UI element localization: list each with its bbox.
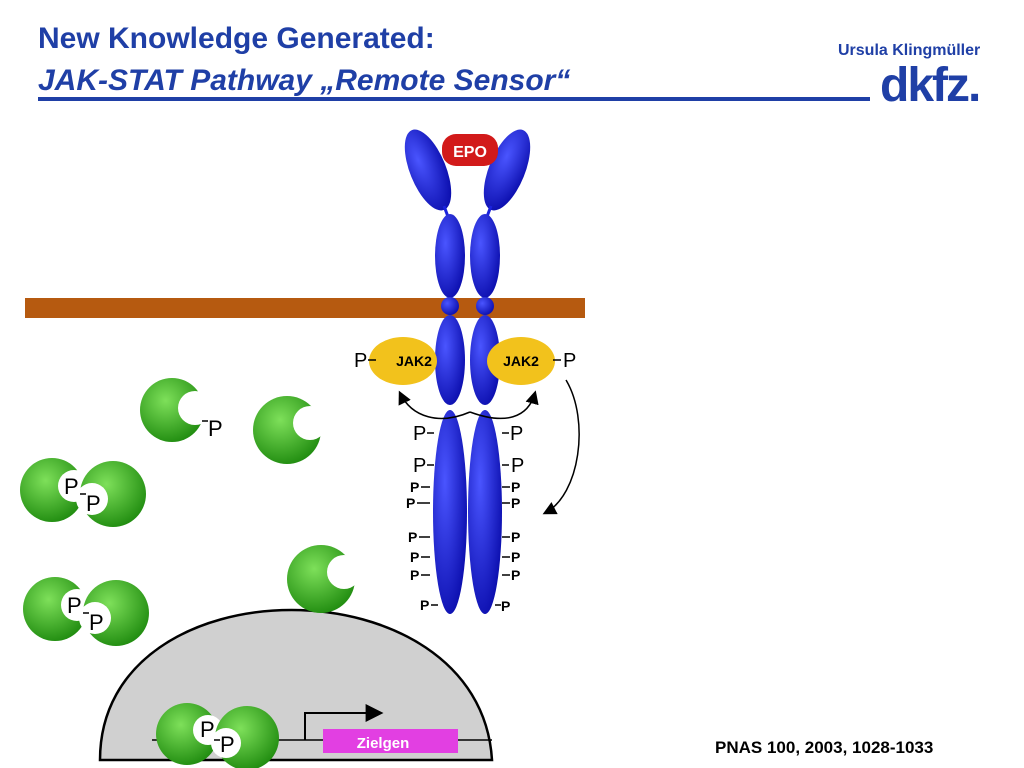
receptor-arm-left [404, 129, 452, 211]
cell-membrane [25, 298, 585, 318]
svg-text:P: P [511, 529, 520, 545]
trans-phosphorylation-arrow-left [398, 390, 471, 420]
svg-text:P: P [511, 455, 524, 477]
svg-text:P: P [200, 717, 215, 742]
jak2-right-label: JAK2 [503, 353, 539, 369]
svg-text:P: P [511, 495, 520, 511]
jak2-right [487, 337, 555, 385]
svg-text:P: P [354, 350, 367, 372]
svg-text:P: P [89, 610, 104, 635]
svg-text:P: P [563, 350, 576, 372]
trans-phosphorylation-arrow-right [469, 390, 539, 420]
jak-phospho-right: P [553, 350, 576, 372]
svg-text:P: P [64, 474, 79, 499]
citation-text: PNAS 100, 2003, 1028-1033 [715, 738, 934, 757]
slide-title-line1: New Knowledge Generated: [38, 22, 435, 55]
receptor-phosphorylation-arrow [542, 379, 580, 515]
svg-text:P: P [413, 423, 426, 445]
svg-text:P: P [501, 598, 510, 614]
svg-text:P: P [406, 495, 415, 511]
jak2-left-label: JAK2 [396, 353, 432, 369]
svg-text:P: P [510, 423, 523, 445]
svg-text:P: P [420, 597, 429, 613]
receptor-phosphosites-right: P P P P P P P P [495, 423, 524, 614]
title-underline [38, 97, 870, 101]
svg-text:P: P [220, 732, 235, 757]
svg-text:P: P [511, 479, 520, 495]
epo-label: EPO [453, 144, 487, 161]
jak-phospho-left: P [354, 350, 376, 372]
receptor-phosphosites-left: P P P P P P P P [406, 423, 438, 613]
dkfz-logo: dkfz. [880, 59, 981, 112]
svg-text:P: P [410, 479, 419, 495]
svg-text:P: P [511, 567, 520, 583]
svg-text:P: P [67, 593, 82, 618]
target-gene-label: Zielgen [357, 735, 410, 752]
receptor-chain-right [468, 214, 502, 614]
svg-text:P: P [511, 549, 520, 565]
svg-text:P: P [410, 549, 419, 565]
receptor-arm-right [483, 129, 531, 211]
stat-monomer-phosphorylated: P [140, 378, 223, 442]
stat-dimer-nuclear: P P [156, 703, 279, 768]
svg-text:P: P [408, 529, 417, 545]
svg-text:P: P [410, 567, 419, 583]
jak2-left [369, 337, 437, 385]
receptor-chain-left [433, 214, 467, 614]
stat-monomer [253, 396, 327, 464]
svg-text:P: P [86, 491, 101, 516]
svg-text:P: P [413, 455, 426, 477]
svg-text:P: P [208, 416, 223, 441]
stat-dimer-2: P P [23, 577, 149, 646]
target-gene-box [323, 729, 458, 753]
epo-ligand [442, 134, 498, 166]
stat-monomer-near-nucleus [287, 545, 361, 613]
stat-dimer-1: P P [20, 458, 146, 527]
transcription-start-arrow [304, 704, 384, 740]
slide-title-line2: JAK-STAT Pathway „Remote Sensor“ [38, 64, 571, 97]
author-name: Ursula Klingmüller [838, 42, 981, 59]
